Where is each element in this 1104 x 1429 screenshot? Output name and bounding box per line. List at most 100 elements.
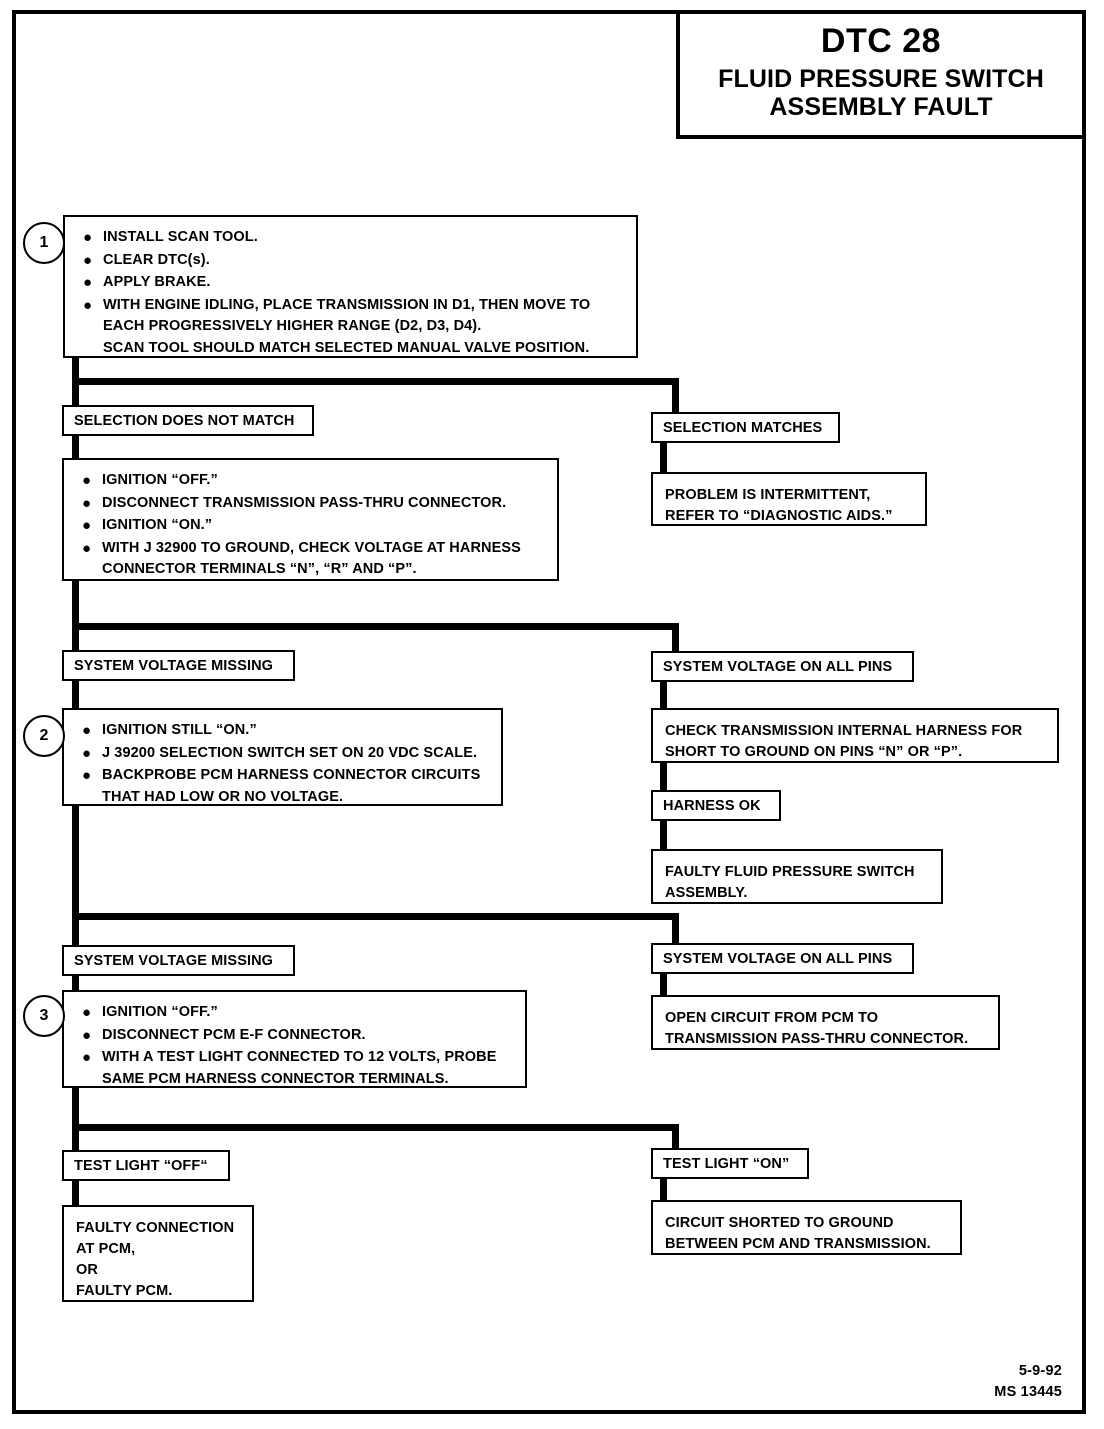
bullet-text: WITH J 32900 TO GROUND, CHECK VOLTAGE AT… bbox=[102, 538, 549, 582]
result-open-circuit-from-pcm: OPEN CIRCUIT FROM PCM TO TRANSMISSION PA… bbox=[651, 995, 1000, 1050]
bullet-line: WITH A TEST LIGHT CONNECTED TO 12 VOLTS,… bbox=[102, 1049, 497, 1065]
result-line: SHORT TO GROUND ON PINS “N” OR “P”. bbox=[665, 744, 963, 761]
bullet-dot-icon: ● bbox=[82, 744, 92, 762]
bullet-item: ● DISCONNECT TRANSMISSION PASS-THRU CONN… bbox=[82, 493, 549, 516]
bullet-item: ● APPLY BRAKE. bbox=[83, 272, 628, 295]
bullet-line: APPLY BRAKE. bbox=[103, 274, 211, 290]
bullet-line: EACH PROGRESSIVELY HIGHER RANGE (D2, D3,… bbox=[103, 318, 482, 335]
result-line: CHECK TRANSMISSION INTERNAL HARNESS FOR bbox=[665, 723, 1023, 739]
bullet-line: J 39200 SELECTION SWITCH SET ON 20 VDC S… bbox=[102, 744, 478, 761]
branch-label-harness-ok: HARNESS OK bbox=[651, 790, 781, 821]
bullet-dot-icon: ● bbox=[82, 472, 92, 489]
step-1-instructions: ● INSTALL SCAN TOOL. ● CLEAR DTC(s). ● A… bbox=[63, 215, 638, 358]
connector-line bbox=[660, 820, 667, 852]
step-3-instructions: ● IGNITION “OFF.” ● DISCONNECT PCM E-F C… bbox=[62, 990, 527, 1088]
bullet-line: WITH ENGINE IDLING, PLACE TRANSMISSION I… bbox=[103, 296, 591, 313]
bullet-text: IGNITION “ON.” bbox=[102, 515, 549, 537]
result-line: ASSEMBLY. bbox=[665, 885, 748, 902]
bullet-text: IGNITION “OFF.” bbox=[102, 1002, 517, 1024]
connector-line bbox=[72, 1180, 79, 1208]
dtc-description: FLUID PRESSURE SWITCH ASSEMBLY FAULT bbox=[688, 65, 1074, 121]
step-number-1: 1 bbox=[23, 222, 65, 264]
bullet-dot-icon: ● bbox=[82, 517, 92, 534]
bullet-line: IGNITION “OFF.” bbox=[102, 1004, 218, 1020]
connector-line bbox=[72, 357, 79, 415]
bullet-dot-icon: ● bbox=[83, 229, 93, 246]
bullet-text: INSTALL SCAN TOOL. bbox=[103, 227, 628, 249]
bullet-item: ● IGNITION “OFF.” bbox=[82, 470, 549, 493]
bullet-line: IGNITION STILL “ON.” bbox=[102, 722, 257, 738]
connector-line bbox=[72, 378, 679, 385]
branch-label-system-voltage-on-all-pins-1: SYSTEM VOLTAGE ON ALL PINS bbox=[651, 651, 914, 682]
title-block: DTC 28 FLUID PRESSURE SWITCH ASSEMBLY FA… bbox=[676, 10, 1086, 139]
connector-line bbox=[660, 973, 667, 999]
bullet-item: ● IGNITION “ON.” bbox=[82, 515, 549, 538]
bullet-dot-icon: ● bbox=[82, 1026, 92, 1044]
dtc-code: DTC 28 bbox=[820, 22, 942, 60]
bullet-dot-icon: ● bbox=[82, 494, 92, 512]
bullet-text: IGNITION “OFF.” bbox=[102, 470, 549, 492]
connector-line bbox=[72, 436, 79, 462]
bullet-text: APPLY BRAKE. bbox=[103, 272, 628, 294]
result-line: TRANSMISSION PASS-THRU CONNECTOR. bbox=[665, 1031, 969, 1048]
bullet-item: ● IGNITION “OFF.” bbox=[82, 1002, 517, 1025]
bullet-dot-icon: ● bbox=[82, 1004, 92, 1021]
bullet-line: INSTALL SCAN TOOL. bbox=[103, 229, 258, 245]
branch-label-selection-does-not-match: SELECTION DOES NOT MATCH bbox=[62, 405, 314, 436]
branch-label-selection-matches: SELECTION MATCHES bbox=[651, 412, 840, 443]
bullet-line: SCAN TOOL SHOULD MATCH SELECTED MANUAL V… bbox=[103, 340, 590, 356]
result-line: FAULTY CONNECTION bbox=[76, 1220, 235, 1236]
footer-date: 5-9-92 bbox=[1018, 1363, 1062, 1379]
bullet-line: CLEAR DTC(s). bbox=[103, 251, 210, 268]
bullet-item: ● DISCONNECT PCM E-F CONNECTOR. bbox=[82, 1025, 517, 1048]
result-line: AT PCM, bbox=[76, 1241, 136, 1258]
bullet-item: ● IGNITION STILL “ON.” bbox=[82, 720, 493, 743]
bullet-item: ● WITH J 32900 TO GROUND, CHECK VOLTAGE … bbox=[82, 538, 549, 582]
result-circuit-shorted-to-ground: CIRCUIT SHORTED TO GROUND BETWEEN PCM AN… bbox=[651, 1200, 962, 1255]
check-transmission-internal-harness: CHECK TRANSMISSION INTERNAL HARNESS FOR … bbox=[651, 708, 1059, 763]
step-number-2: 2 bbox=[23, 715, 65, 757]
bullet-text: WITH A TEST LIGHT CONNECTED TO 12 VOLTS,… bbox=[102, 1047, 517, 1091]
bullet-text: BACKPROBE PCM HARNESS CONNECTOR CIRCUITS… bbox=[102, 765, 493, 809]
bullet-dot-icon: ● bbox=[83, 296, 93, 314]
connector-line bbox=[672, 623, 679, 656]
bullet-line: CONNECTOR TERMINALS “N”, “R” AND “P”. bbox=[102, 561, 417, 578]
bullet-line: IGNITION “OFF.” bbox=[102, 472, 218, 488]
footer-block: 5-9-92 MS 13445 bbox=[994, 1361, 1062, 1403]
bullet-text: DISCONNECT TRANSMISSION PASS-THRU CONNEC… bbox=[102, 493, 549, 515]
result-faulty-fluid-pressure-switch: FAULTY FLUID PRESSURE SWITCH ASSEMBLY. bbox=[651, 849, 943, 904]
step-2-instructions: ● IGNITION STILL “ON.” ● J 39200 SELECTI… bbox=[62, 708, 503, 806]
bullet-line: THAT HAD LOW OR NO VOLTAGE. bbox=[102, 788, 344, 805]
result-line: FAULTY FLUID PRESSURE SWITCH bbox=[665, 864, 915, 880]
connector-line bbox=[672, 378, 679, 416]
bullet-dot-icon: ● bbox=[82, 1049, 92, 1066]
dtc-description-line-1: FLUID PRESSURE SWITCH bbox=[718, 65, 1044, 93]
bullet-line: DISCONNECT PCM E-F CONNECTOR. bbox=[102, 1026, 366, 1043]
bullet-line: IGNITION “ON.” bbox=[102, 517, 213, 533]
bullet-line: BACKPROBE PCM HARNESS CONNECTOR CIRCUITS bbox=[102, 767, 481, 783]
bullet-item: ● INSTALL SCAN TOOL. bbox=[83, 227, 628, 250]
branch-label-test-light-on: TEST LIGHT “ON” bbox=[651, 1148, 809, 1179]
bullet-text: DISCONNECT PCM E-F CONNECTOR. bbox=[102, 1025, 517, 1047]
connector-line bbox=[660, 1178, 667, 1204]
bullet-item: ● BACKPROBE PCM HARNESS CONNECTOR CIRCUI… bbox=[82, 765, 493, 809]
bullet-item: ● WITH ENGINE IDLING, PLACE TRANSMISSION… bbox=[83, 295, 628, 360]
connector-line bbox=[72, 975, 79, 1002]
bullet-dot-icon: ● bbox=[83, 274, 93, 291]
connector-line bbox=[72, 913, 679, 920]
result-line: OR bbox=[76, 1262, 98, 1279]
dtc-description-line-2: ASSEMBLY FAULT bbox=[769, 93, 993, 121]
result-problem-intermittent: PROBLEM IS INTERMITTENT, REFER TO “DIAGN… bbox=[651, 472, 927, 526]
result-line: CIRCUIT SHORTED TO GROUND bbox=[665, 1215, 894, 1231]
bullet-dot-icon: ● bbox=[82, 767, 92, 784]
branch-label-test-light-off: TEST LIGHT “OFF“ bbox=[62, 1150, 230, 1181]
connector-line bbox=[72, 805, 79, 957]
bullet-dot-icon: ● bbox=[82, 539, 92, 557]
bullet-line: DISCONNECT TRANSMISSION PASS-THRU CONNEC… bbox=[102, 494, 507, 511]
branch-label-system-voltage-missing-2: SYSTEM VOLTAGE MISSING bbox=[62, 945, 295, 976]
bullet-line: SAME PCM HARNESS CONNECTOR TERMINALS. bbox=[102, 1070, 449, 1087]
connector-line bbox=[72, 1124, 679, 1131]
result-line: PROBLEM IS INTERMITTENT, bbox=[665, 487, 871, 503]
connector-line bbox=[672, 913, 679, 949]
